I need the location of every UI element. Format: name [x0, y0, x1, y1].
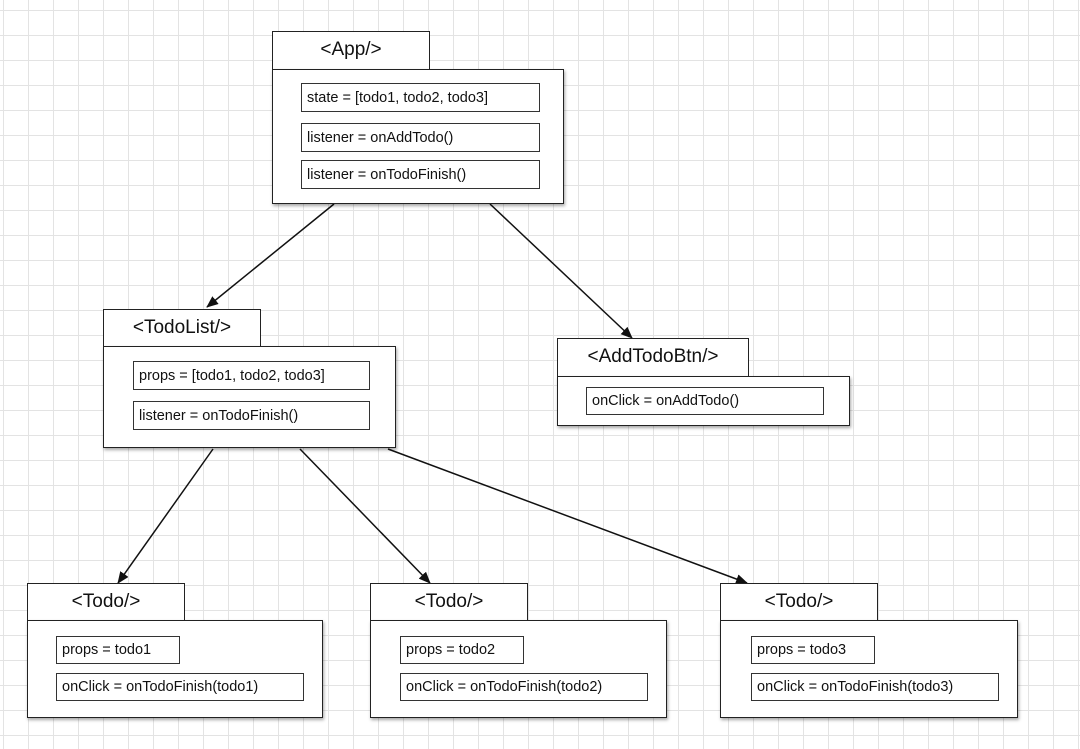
edge-app-to-addtodobtn [489, 203, 633, 339]
node-app-field-state: state = [todo1, todo2, todo3] [301, 83, 540, 112]
node-todolist-field-props: props = [todo1, todo2, todo3] [133, 361, 370, 390]
node-todo1-field-onclick: onClick = onTodoFinish(todo1) [56, 673, 304, 701]
node-todo2-field-onclick: onClick = onTodoFinish(todo2) [400, 673, 648, 701]
node-todolist-title: <TodoList/> [103, 309, 261, 347]
node-addtodobtn-title: <AddTodoBtn/> [557, 338, 749, 377]
node-addtodobtn-field-onclick: onClick = onAddTodo() [586, 387, 824, 415]
node-todo2-field-props: props = todo2 [400, 636, 524, 664]
node-app-field-listener-finish: listener = onTodoFinish() [301, 160, 540, 189]
node-todolist-field-listener: listener = onTodoFinish() [133, 401, 370, 430]
node-todo2-body [370, 620, 667, 718]
edge-todolist-to-todo2 [299, 448, 431, 584]
node-todo3-title: <Todo/> [720, 583, 878, 621]
node-todo3-field-onclick: onClick = onTodoFinish(todo3) [751, 673, 999, 701]
node-todo1-body [27, 620, 323, 718]
node-todo3-field-props: props = todo3 [751, 636, 875, 664]
node-todo3-body [720, 620, 1018, 718]
edge-app-to-todolist [206, 203, 335, 308]
node-todo2-title: <Todo/> [370, 583, 528, 621]
node-app-field-listener-add: listener = onAddTodo() [301, 123, 540, 152]
edge-todolist-to-todo1 [117, 448, 214, 584]
node-todo1-title: <Todo/> [27, 583, 185, 621]
node-app-title: <App/> [272, 31, 430, 70]
node-todo1-field-props: props = todo1 [56, 636, 180, 664]
edge-todolist-to-todo3 [387, 448, 748, 584]
